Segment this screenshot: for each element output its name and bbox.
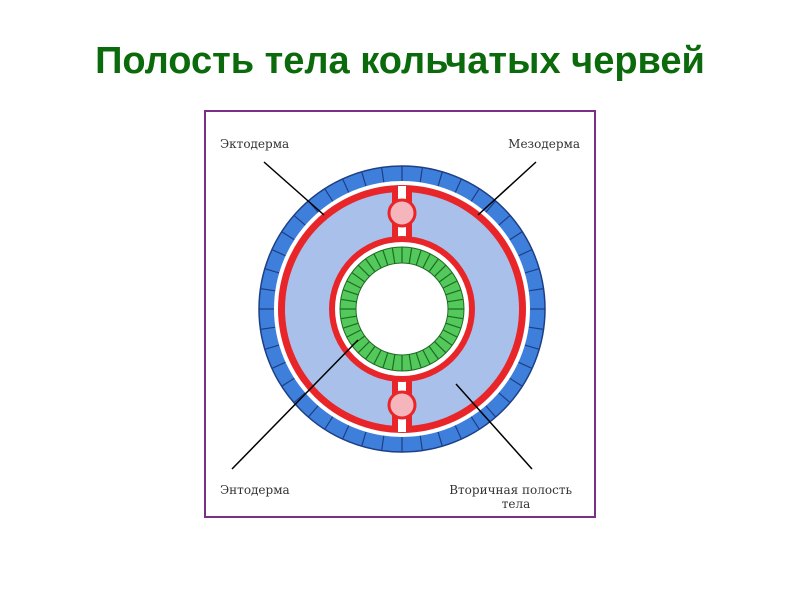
ectoderm-cell-divider xyxy=(498,214,511,226)
slide-title: Полость тела кольчатых червей xyxy=(95,40,705,82)
endoderm-cell-divider xyxy=(422,253,431,269)
ectoderm-cell-divider xyxy=(260,326,276,330)
endoderm-cell-divider xyxy=(373,253,382,269)
gut-lumen xyxy=(355,262,449,356)
endoderm-cell-divider xyxy=(442,280,458,289)
ectoderm-cell-divider xyxy=(470,416,480,430)
endoderm-cell-divider xyxy=(442,329,458,338)
endoderm-cell-divider xyxy=(346,329,362,338)
endoderm-cell-divider xyxy=(357,264,370,277)
endoderm-cell-divider xyxy=(415,249,422,266)
endoderm-cell-divider xyxy=(447,298,464,303)
endoderm-cell-divider xyxy=(438,335,453,346)
label-secondary-cavity-line2: тела xyxy=(502,497,531,511)
endoderm-cell-divider xyxy=(351,272,366,283)
ectoderm-cell-divider xyxy=(293,214,306,226)
endoderm-cell-divider xyxy=(428,258,439,273)
ectoderm-cell-divider xyxy=(509,231,523,241)
ectoderm-cell-divider xyxy=(361,431,367,447)
cavity-leader-line xyxy=(455,383,533,470)
ectoderm-cell-divider xyxy=(470,188,480,202)
ectoderm-cell-divider xyxy=(518,249,533,257)
endoderm-cell-divider xyxy=(342,289,359,296)
ectoderm-cell-divider xyxy=(528,326,544,330)
ectoderm-cell-divider xyxy=(381,435,385,451)
endoderm-cell-divider xyxy=(415,352,422,369)
endoderm-cell-divider xyxy=(447,315,464,320)
ectoderm-cell-divider xyxy=(307,405,319,418)
ectoderm-cell-divider xyxy=(518,361,533,369)
ectoderm-cell-divider xyxy=(281,231,295,241)
ectoderm-cell-divider xyxy=(271,361,286,369)
endoderm-leader-line xyxy=(231,339,359,470)
endoderm-cell-divider xyxy=(445,322,462,329)
mesoderm-leader-line xyxy=(477,161,537,216)
ectoderm-cell-divider xyxy=(419,435,423,451)
ectoderm-cell-divider xyxy=(381,167,385,183)
endoderm-cell-divider xyxy=(428,345,439,360)
ectoderm-cell-divider xyxy=(524,268,540,274)
ectoderm-cell-divider xyxy=(454,178,462,193)
ectoderm-cell-divider xyxy=(324,188,334,202)
ectoderm-cell-divider xyxy=(509,377,523,387)
endoderm-cell-divider xyxy=(434,341,447,354)
endoderm-cell-divider xyxy=(438,272,453,283)
endoderm-cell-divider xyxy=(346,280,362,289)
ectoderm-cell-divider xyxy=(437,431,443,447)
ectoderm-cell-divider xyxy=(264,344,280,350)
label-ectoderm: Эктодерма xyxy=(220,137,289,151)
cross-section-svg: Эктодерма Мезодерма Энтодерма Вторичная … xyxy=(220,137,580,511)
endoderm-cell-divider xyxy=(340,315,357,320)
ectoderm-cell-divider xyxy=(281,377,295,387)
ectoderm-cells xyxy=(259,166,545,452)
label-mesoderm: Мезодерма xyxy=(508,137,580,151)
ectoderm-cell-divider xyxy=(264,268,280,274)
ventral-mesentery-node xyxy=(387,390,417,420)
endoderm-cell-divider xyxy=(434,264,447,277)
ectoderm-cell-divider xyxy=(419,167,423,183)
endoderm-cells xyxy=(340,247,464,371)
endoderm-cell-divider xyxy=(408,247,413,264)
ectoderm-cell-divider xyxy=(528,288,544,292)
ectoderm-cell-divider xyxy=(324,416,334,430)
endoderm-cell-divider xyxy=(365,345,376,360)
endoderm-cell-divider xyxy=(391,354,396,371)
ectoderm-cell-divider xyxy=(524,344,540,350)
endoderm-cell-divider xyxy=(445,289,462,296)
endoderm-cell-divider xyxy=(382,352,389,369)
endoderm-cell-divider xyxy=(391,247,396,264)
ectoderm-cell-divider xyxy=(498,392,511,404)
ectoderm-cell-divider xyxy=(293,392,306,404)
annelid-cross-section-figure: Эктодерма Мезодерма Энтодерма Вторичная … xyxy=(204,110,596,518)
endoderm-cell-divider xyxy=(342,322,359,329)
dorsal-mesentery-node xyxy=(387,198,417,228)
endoderm-cell-divider xyxy=(373,349,382,365)
label-secondary-cavity-line1: Вторичная полость xyxy=(449,483,572,497)
ectoderm-cell-divider xyxy=(437,171,443,187)
ectoderm-cell-divider xyxy=(361,171,367,187)
endoderm-cell-divider xyxy=(340,298,357,303)
ectoderm-cell-divider xyxy=(454,425,462,440)
ectoderm-cell-divider xyxy=(271,249,286,257)
ectoderm-cell-divider xyxy=(260,288,276,292)
endoderm-cell-divider xyxy=(365,258,376,273)
ectoderm-leader-line xyxy=(263,161,325,216)
ectoderm-cell-divider xyxy=(342,425,350,440)
endoderm-cell-divider xyxy=(357,341,370,354)
ectoderm-cell-divider xyxy=(342,178,350,193)
endoderm-cell-divider xyxy=(422,349,431,365)
ectoderm-cell-divider xyxy=(485,200,497,213)
ectoderm-cell-divider xyxy=(485,405,497,418)
endoderm-cell-divider xyxy=(382,249,389,266)
label-endoderm: Энтодерма xyxy=(220,483,290,497)
endoderm-cell-divider xyxy=(408,354,413,371)
